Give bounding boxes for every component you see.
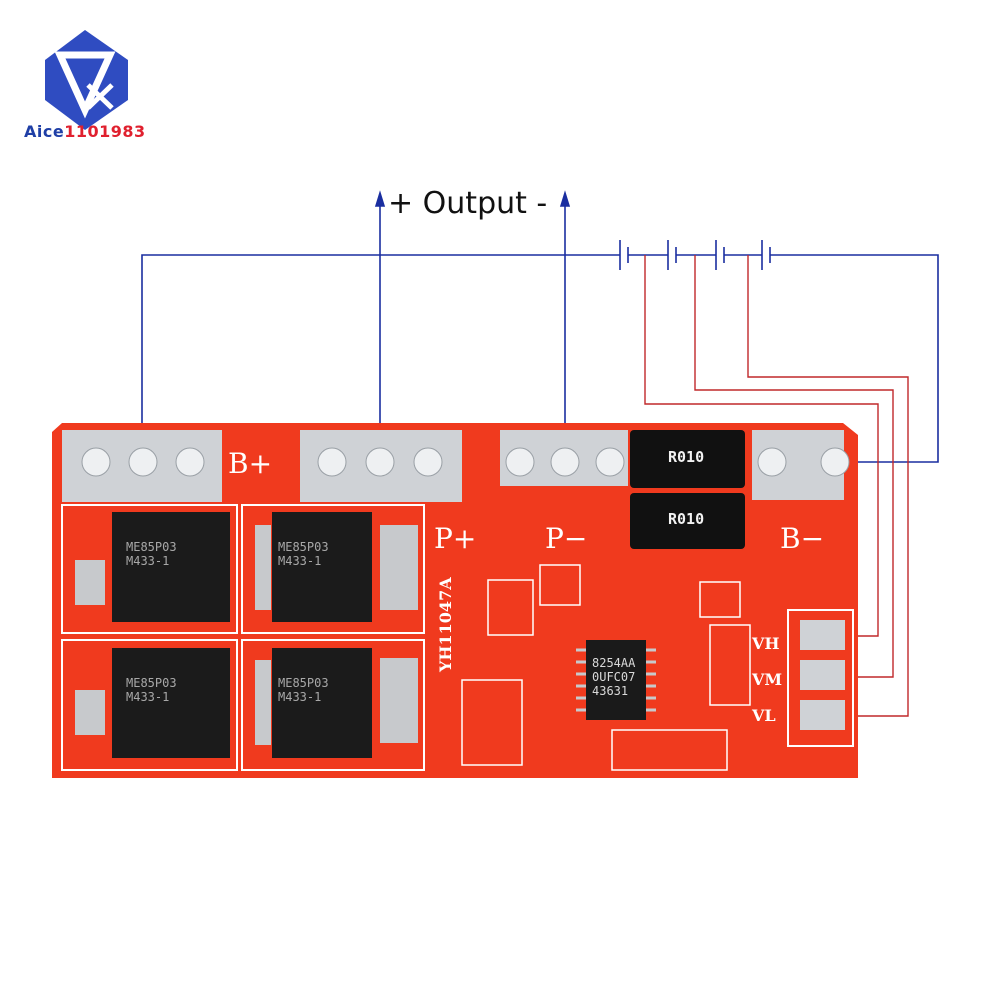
- ic-marking: 8254AA 0UFC07 43631: [592, 656, 635, 698]
- mosfet-4-marking-line-2: M433-1: [278, 690, 322, 704]
- shunt-resistor-1-label: R010: [668, 448, 705, 466]
- output-label: + Output -: [388, 186, 548, 221]
- label-b-minus: B−: [780, 522, 825, 555]
- mosfet-3-marking-line-1: ME85P03: [126, 676, 177, 690]
- brand-name: Aice1101983: [24, 122, 146, 141]
- brand-name-part2: 1101983: [64, 122, 146, 141]
- pcb-board: [52, 423, 858, 778]
- ic-marking-line-1: 8254AA: [592, 656, 636, 670]
- pin-label-vm: VM: [752, 670, 783, 689]
- brand-logo: [45, 30, 128, 130]
- mosfet-1-marking: ME85P03 M433-1: [126, 540, 177, 568]
- balance-wires: [644, 255, 909, 717]
- mosfet-1-marking-line-2: M433-1: [126, 554, 170, 568]
- label-p-plus: P+: [434, 522, 477, 555]
- pin-label-vl: VL: [752, 706, 776, 725]
- pin-label-vh: VH: [752, 634, 780, 653]
- mosfet-4-marking: ME85P03 M433-1: [278, 676, 329, 704]
- battery-cells: [619, 240, 771, 270]
- mosfet-4-marking-line-1: ME85P03: [278, 676, 329, 690]
- mosfet-2-marking-line-1: ME85P03: [278, 540, 329, 554]
- mosfet-1-marking-line-1: ME85P03: [126, 540, 177, 554]
- ic-marking-line-2: 0UFC07: [592, 670, 636, 684]
- output-wires: [141, 190, 939, 463]
- mosfet-3-marking-line-2: M433-1: [126, 690, 170, 704]
- mosfet-3-marking: ME85P03 M433-1: [126, 676, 177, 704]
- mosfet-2-marking: ME85P03 M433-1: [278, 540, 329, 568]
- board-id: YH11047A: [436, 577, 455, 672]
- shunt-resistor-2-label: R010: [668, 510, 705, 528]
- label-b-plus: B+: [228, 447, 273, 480]
- mosfet-2-marking-line-2: M433-1: [278, 554, 322, 568]
- label-p-minus: P−: [545, 522, 588, 555]
- ic-marking-line-3: 43631: [592, 684, 629, 698]
- brand-name-part1: Aice: [24, 122, 65, 141]
